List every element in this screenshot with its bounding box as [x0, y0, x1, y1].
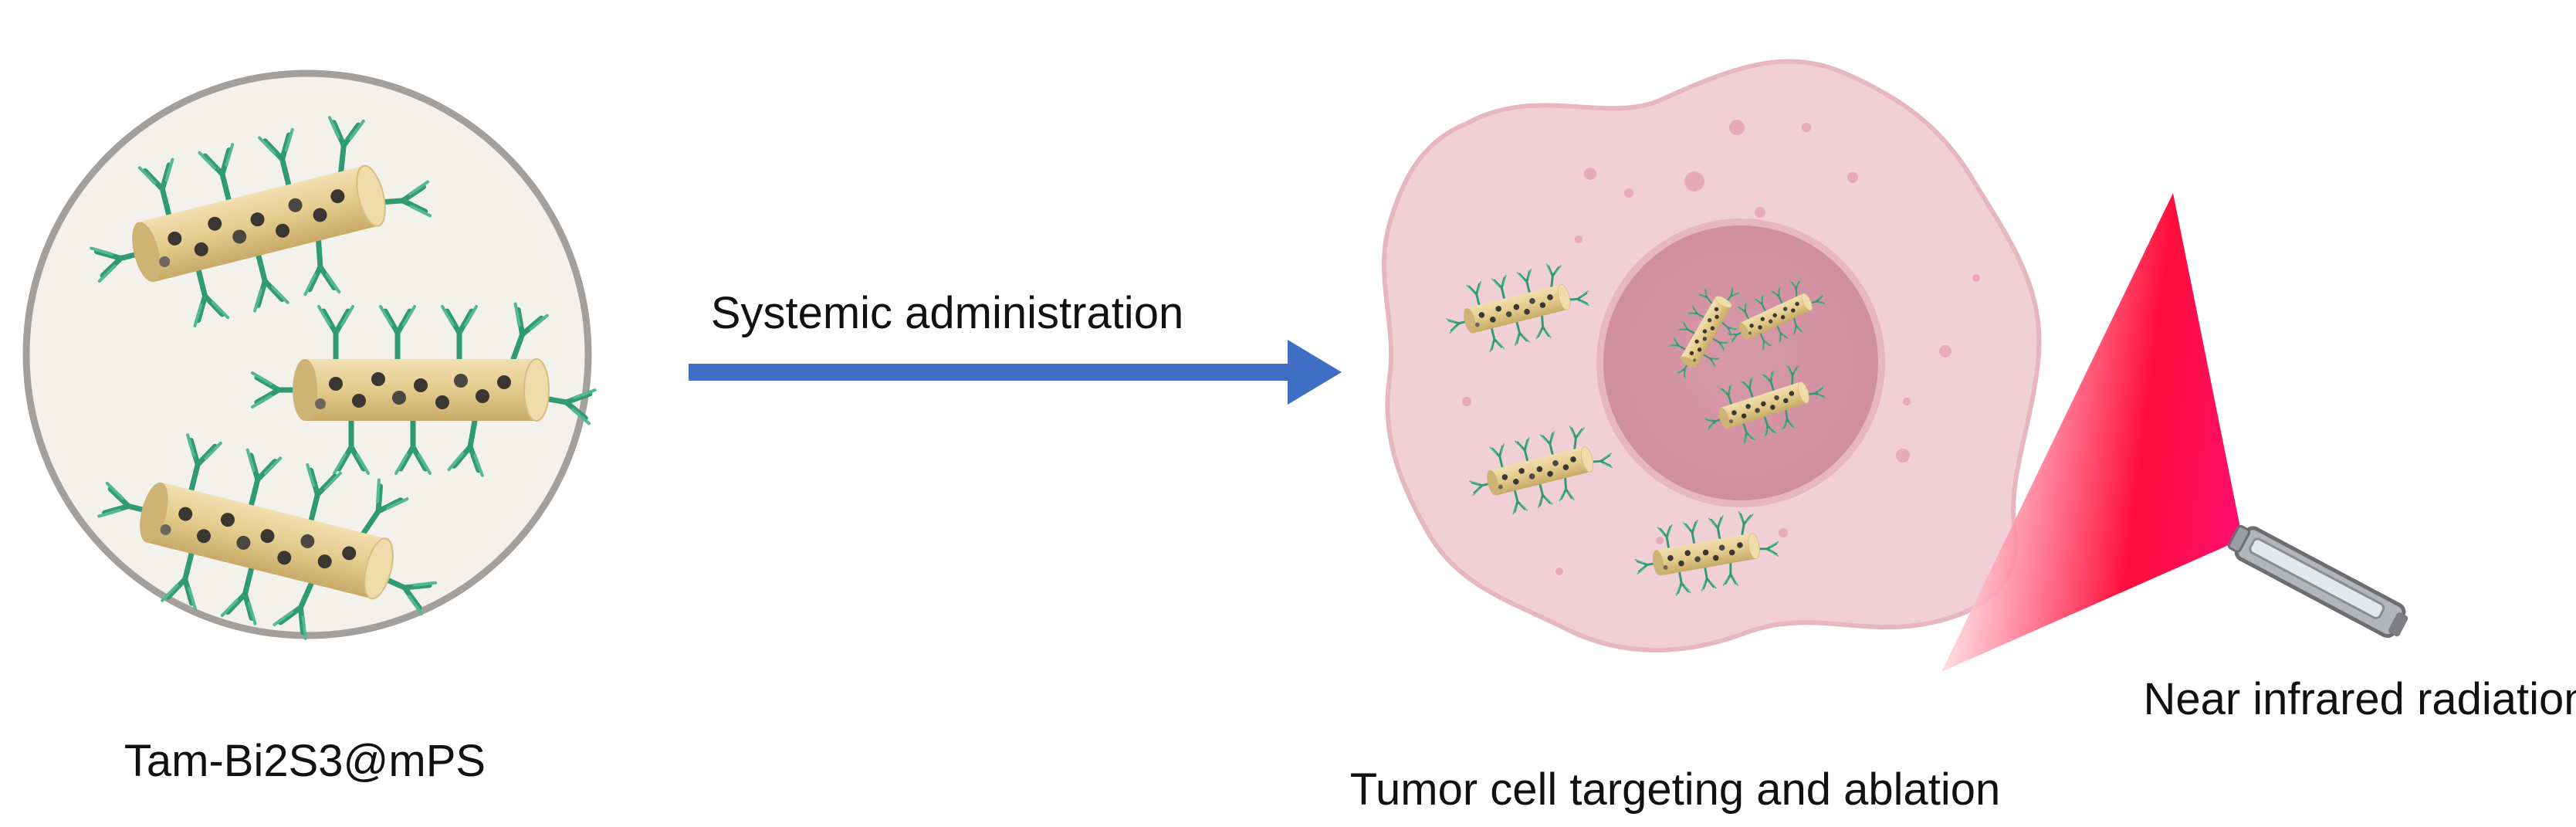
- administration-arrow: [689, 340, 1342, 405]
- tumor-label: Tumor cell targeting and ablation: [1350, 764, 2001, 815]
- laser-device: [2227, 524, 2408, 639]
- nanoparticle-label: Tam-Bi2S3@mPS: [124, 736, 486, 786]
- nanoparticle-zoom-circle: [22, 69, 595, 666]
- radiation-label: Near infrared radiation: [2143, 674, 2576, 724]
- administration-label: Systemic administration: [711, 288, 1183, 338]
- tumor-cell: [1381, 59, 2042, 652]
- nir-beam: [1941, 193, 2243, 672]
